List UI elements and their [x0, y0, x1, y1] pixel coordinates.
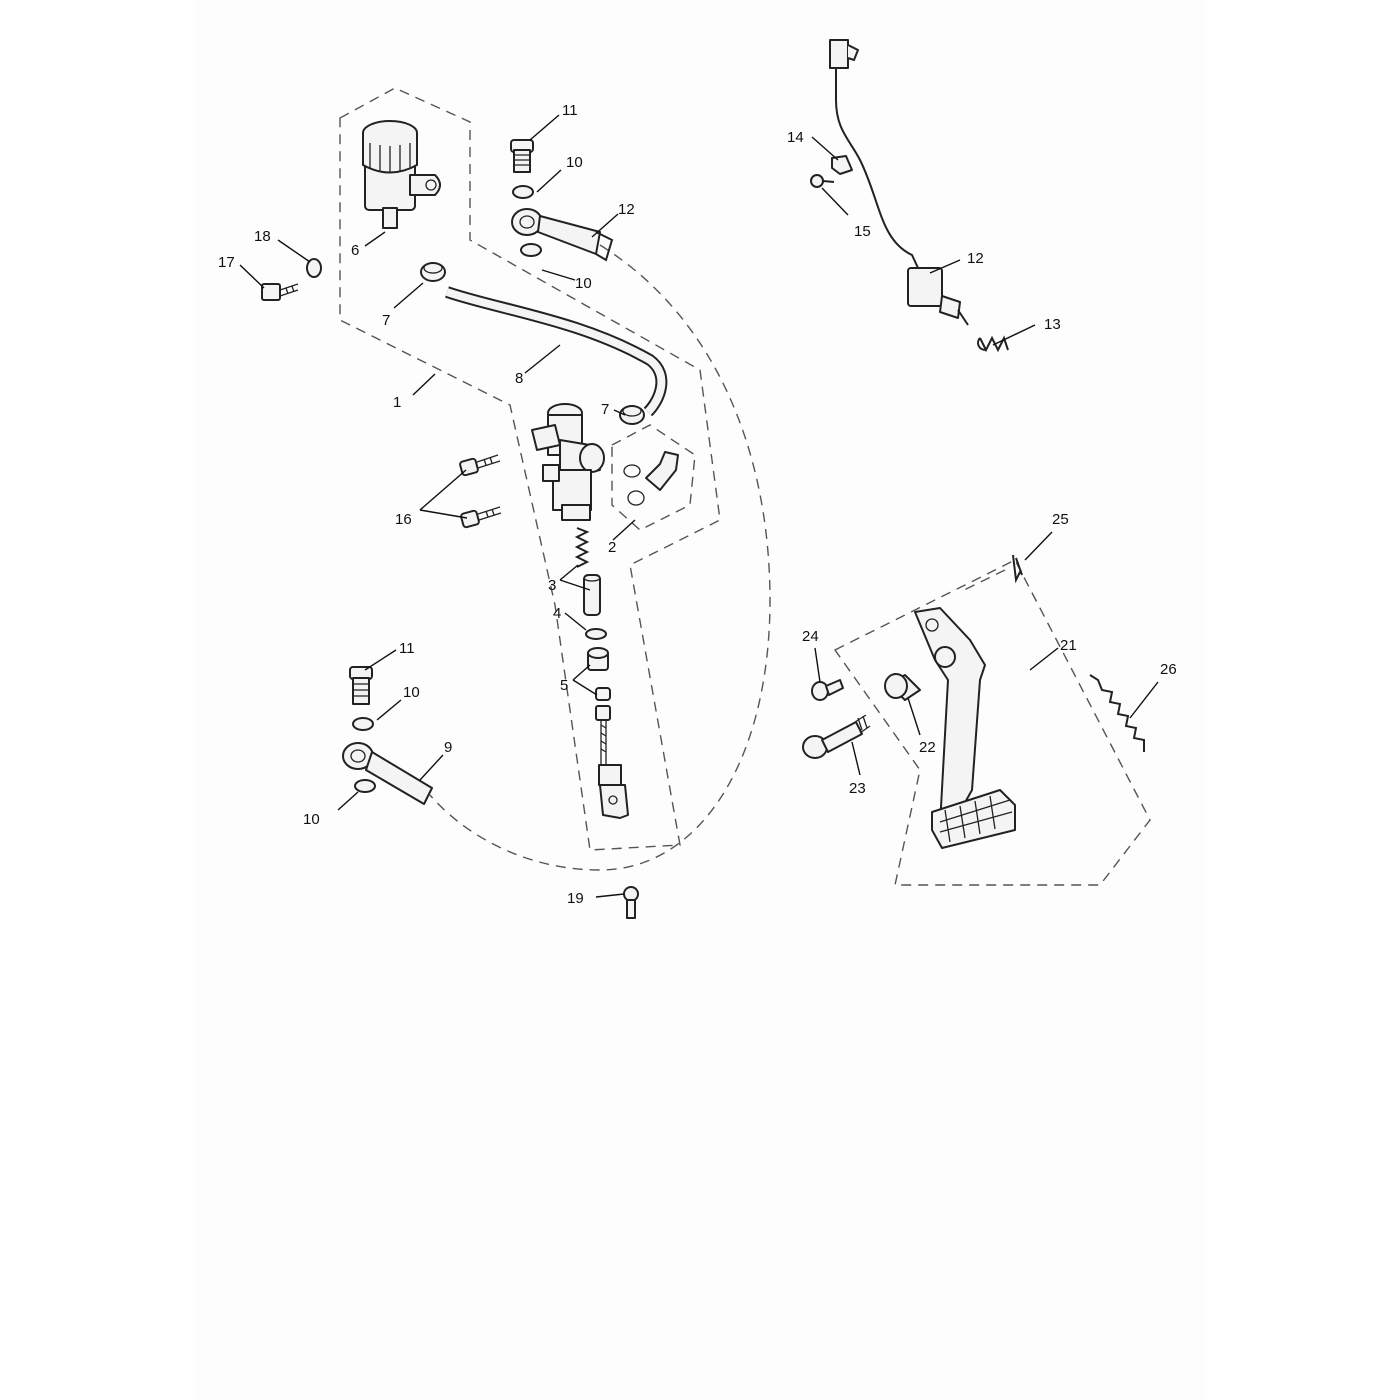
callout-13: 13	[1044, 316, 1061, 333]
callout-9: 9	[444, 739, 452, 756]
callout-21: 21	[1060, 637, 1077, 654]
callout-16: 16	[395, 511, 412, 528]
brake-hose-lower-end	[342, 742, 433, 805]
callout-19: 19	[567, 890, 584, 907]
pedal-return-spring	[1089, 674, 1145, 752]
callout-10-upper-2: 10	[575, 275, 592, 292]
callout-12-upper: 12	[618, 201, 635, 218]
callout-11-lower: 11	[399, 640, 415, 657]
banjo-bolt-lower	[349, 666, 373, 705]
return-spring	[574, 527, 590, 568]
switch-screw	[810, 174, 835, 188]
sealing-washer-upper-1	[512, 185, 534, 199]
bolt-17	[261, 283, 299, 301]
bush	[587, 647, 609, 671]
callout-2: 2	[608, 539, 616, 556]
callout-22: 22	[919, 739, 936, 756]
master-cylinder-body	[531, 403, 605, 521]
washer-18	[306, 258, 322, 278]
callout-10-upper-1: 10	[566, 154, 583, 171]
master-cylinder-assembly-outline	[339, 87, 721, 851]
pedal-pin-line	[959, 569, 1006, 593]
page-panel	[195, 0, 1205, 1400]
leader-lines	[239, 114, 1159, 898]
callout-10-lower-2: 10	[303, 811, 320, 828]
sealing-washer-lower-2	[354, 779, 376, 793]
reservoir	[362, 120, 441, 229]
callout-3: 3	[548, 577, 556, 594]
callout-10-lower-1: 10	[403, 684, 420, 701]
brake-light-switch	[829, 39, 969, 326]
clevis-pin	[811, 679, 844, 701]
split-pin	[1012, 554, 1023, 584]
callout-23: 23	[849, 780, 866, 797]
callout-18: 18	[254, 228, 271, 245]
pedal-bush	[884, 673, 921, 701]
callout-7-upper: 7	[382, 312, 390, 329]
callout-15: 15	[854, 223, 871, 240]
brake-hose-upper-end	[511, 208, 614, 262]
callout-6: 6	[351, 242, 359, 259]
sealing-washer-lower-1	[352, 717, 374, 731]
callout-7-lower: 7	[601, 401, 609, 418]
callout-4: 4	[553, 605, 561, 622]
callout-26: 26	[1160, 661, 1177, 678]
push-rod	[595, 687, 629, 819]
pedal-pivot-bolt	[802, 714, 871, 759]
callout-5: 5	[560, 677, 568, 694]
bleed-nipple	[623, 886, 639, 919]
callout-17: 17	[218, 254, 235, 271]
sealing-washer-upper-2	[520, 243, 542, 257]
switch-nut	[831, 155, 853, 175]
callout-24: 24	[802, 628, 819, 645]
seal-ring	[585, 628, 607, 640]
piston	[583, 574, 601, 616]
callout-8: 8	[515, 370, 523, 387]
banjo-bolt-upper	[510, 139, 534, 173]
callout-12-switch: 12	[967, 250, 984, 267]
outlet-outline	[611, 424, 696, 531]
outlet-pipe	[623, 451, 679, 506]
brake-pedal	[914, 607, 1016, 849]
mount-screw-lower	[460, 506, 502, 529]
callout-14: 14	[787, 129, 804, 146]
reservoir-hose-inner	[445, 288, 666, 415]
hose-clip-upper	[420, 262, 446, 282]
hose-clip-lower	[619, 405, 645, 425]
callout-1: 1	[393, 394, 401, 411]
callout-25: 25	[1052, 511, 1069, 528]
callout-11-upper: 11	[562, 102, 578, 119]
